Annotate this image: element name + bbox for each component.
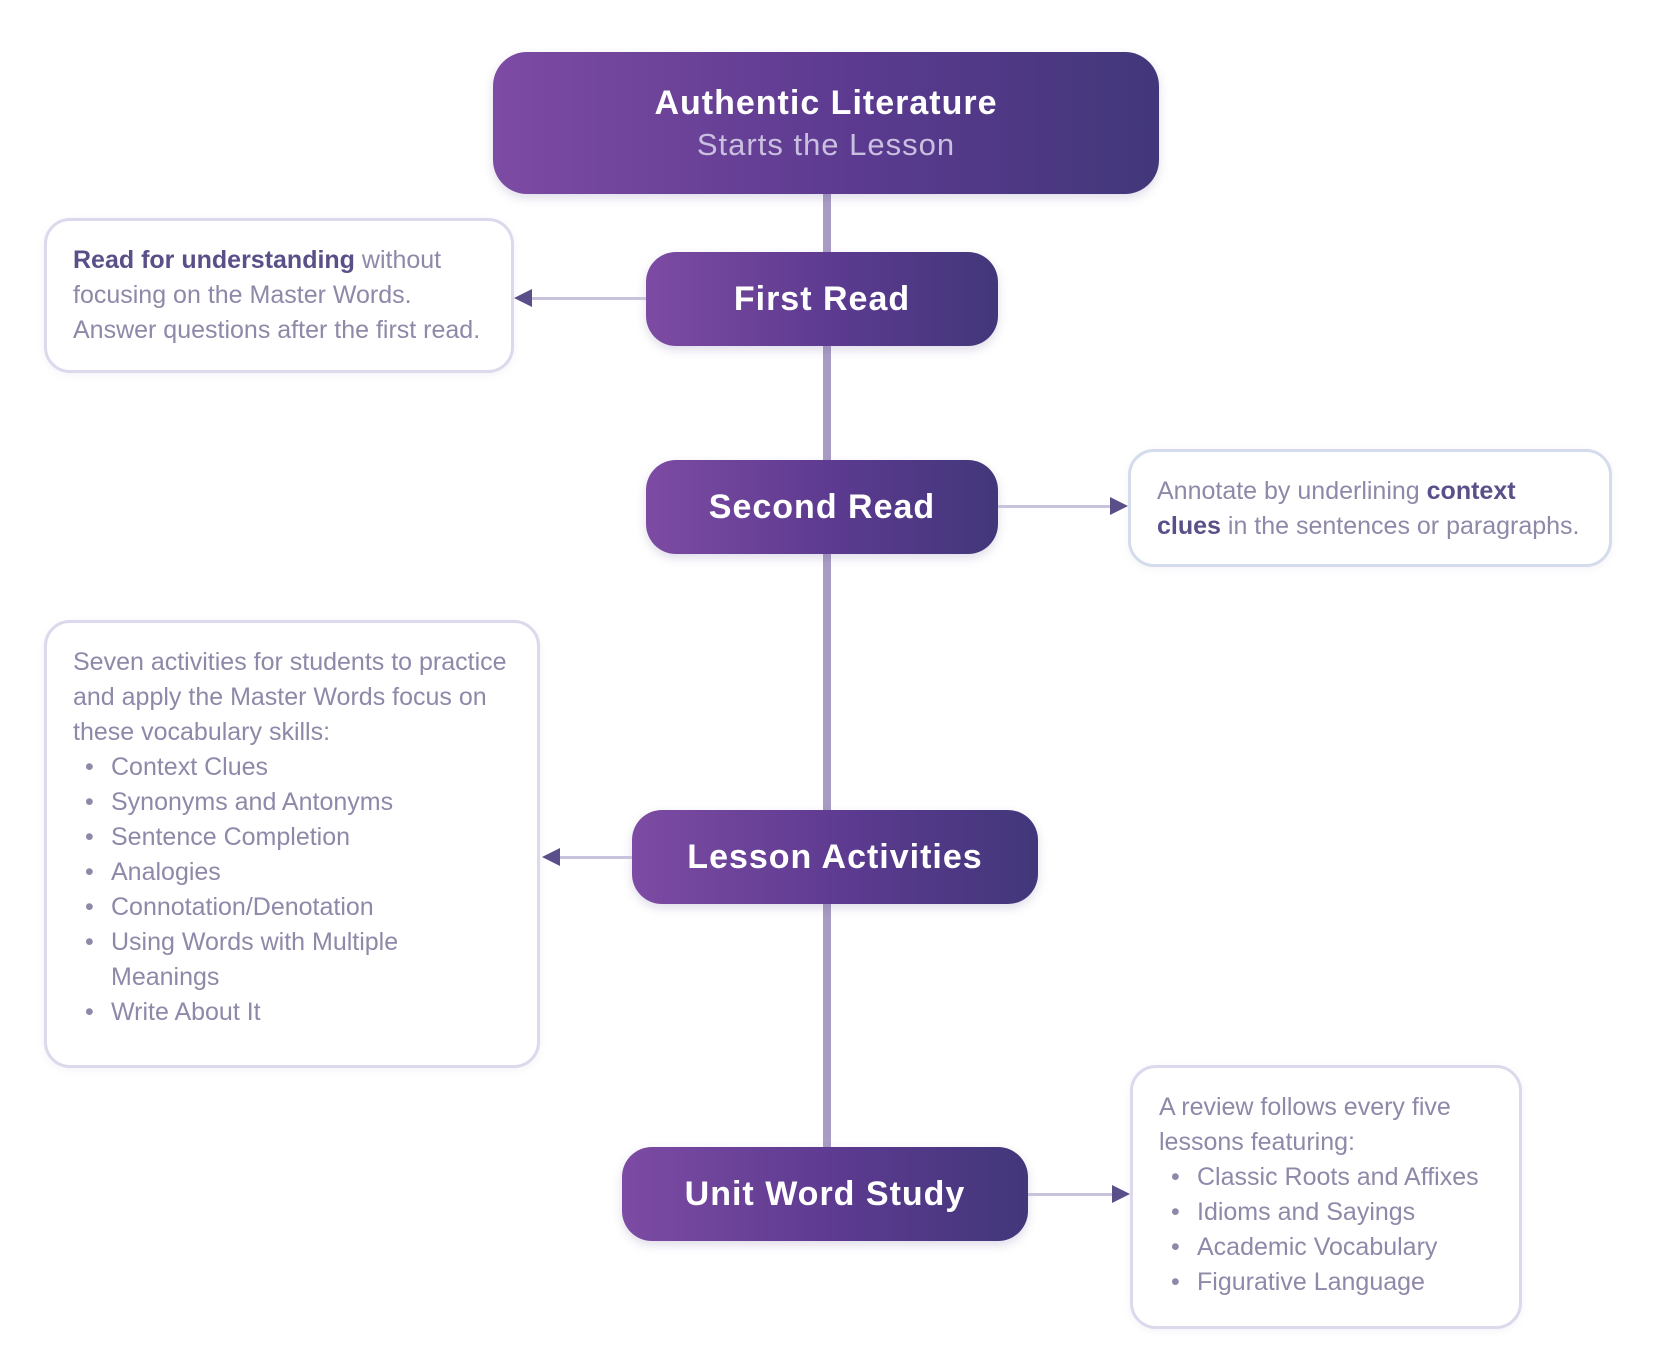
note-lesson-activities: Seven activities for students to practic… xyxy=(44,620,540,1068)
node-authentic-literature: Authentic Literature Starts the Lesson xyxy=(493,52,1159,194)
note-bold-text: Read for understanding xyxy=(73,246,355,274)
note-first-read: Read for understanding without focusing … xyxy=(44,218,514,373)
review-list: Classic Roots and Affixes Idioms and Say… xyxy=(1159,1160,1493,1300)
list-item: Connotation/Denotation xyxy=(85,890,511,925)
node-unit-word-study: Unit Word Study xyxy=(622,1147,1028,1241)
list-item: Academic Vocabulary xyxy=(1171,1230,1493,1265)
connector-second-read xyxy=(998,505,1110,508)
skills-list: Context Clues Synonyms and Antonyms Sent… xyxy=(73,750,511,1030)
list-item: Sentence Completion xyxy=(85,820,511,855)
connector-unit-word-study xyxy=(1028,1193,1112,1196)
list-item: Synonyms and Antonyms xyxy=(85,785,511,820)
note-intro: Seven activities for students to practic… xyxy=(73,648,507,746)
connector-lesson-activities xyxy=(560,856,632,859)
node-subtitle: Starts the Lesson xyxy=(696,126,956,162)
note-second-read: Annotate by underlining context clues in… xyxy=(1128,449,1612,567)
arrow-left-icon xyxy=(542,848,560,866)
node-first-read: First Read xyxy=(646,252,998,346)
node-label: Second Read xyxy=(708,487,936,526)
connector-first-read xyxy=(530,297,646,300)
note-text: Annotate by underlining xyxy=(1157,477,1427,505)
list-item: Figurative Language xyxy=(1171,1265,1493,1300)
note-text: in the sentences or paragraphs. xyxy=(1220,512,1580,540)
note-unit-word-study: A review follows every five lessons feat… xyxy=(1130,1065,1522,1329)
list-item: Idioms and Sayings xyxy=(1171,1195,1493,1230)
node-label: Lesson Activities xyxy=(687,837,983,876)
note-bold-text: context clues xyxy=(1157,477,1516,540)
node-lesson-activities: Lesson Activities xyxy=(632,810,1038,904)
list-item: Using Words with Multiple Meanings xyxy=(85,925,511,995)
note-text: without focusing on the Master Words. An… xyxy=(73,246,481,344)
arrow-right-icon xyxy=(1110,497,1128,515)
flow-spine xyxy=(823,190,831,1150)
arrow-right-icon xyxy=(1112,1185,1130,1203)
list-item: Analogies xyxy=(85,855,511,890)
list-item: Write About It xyxy=(85,995,511,1030)
node-label: Unit Word Study xyxy=(684,1174,966,1213)
list-item: Classic Roots and Affixes xyxy=(1171,1160,1493,1195)
note-intro: A review follows every five lessons feat… xyxy=(1159,1093,1451,1156)
node-title: Authentic Literature xyxy=(654,83,998,122)
node-second-read: Second Read xyxy=(646,460,998,554)
arrow-left-icon xyxy=(514,289,532,307)
list-item: Context Clues xyxy=(85,750,511,785)
node-label: First Read xyxy=(733,279,911,318)
